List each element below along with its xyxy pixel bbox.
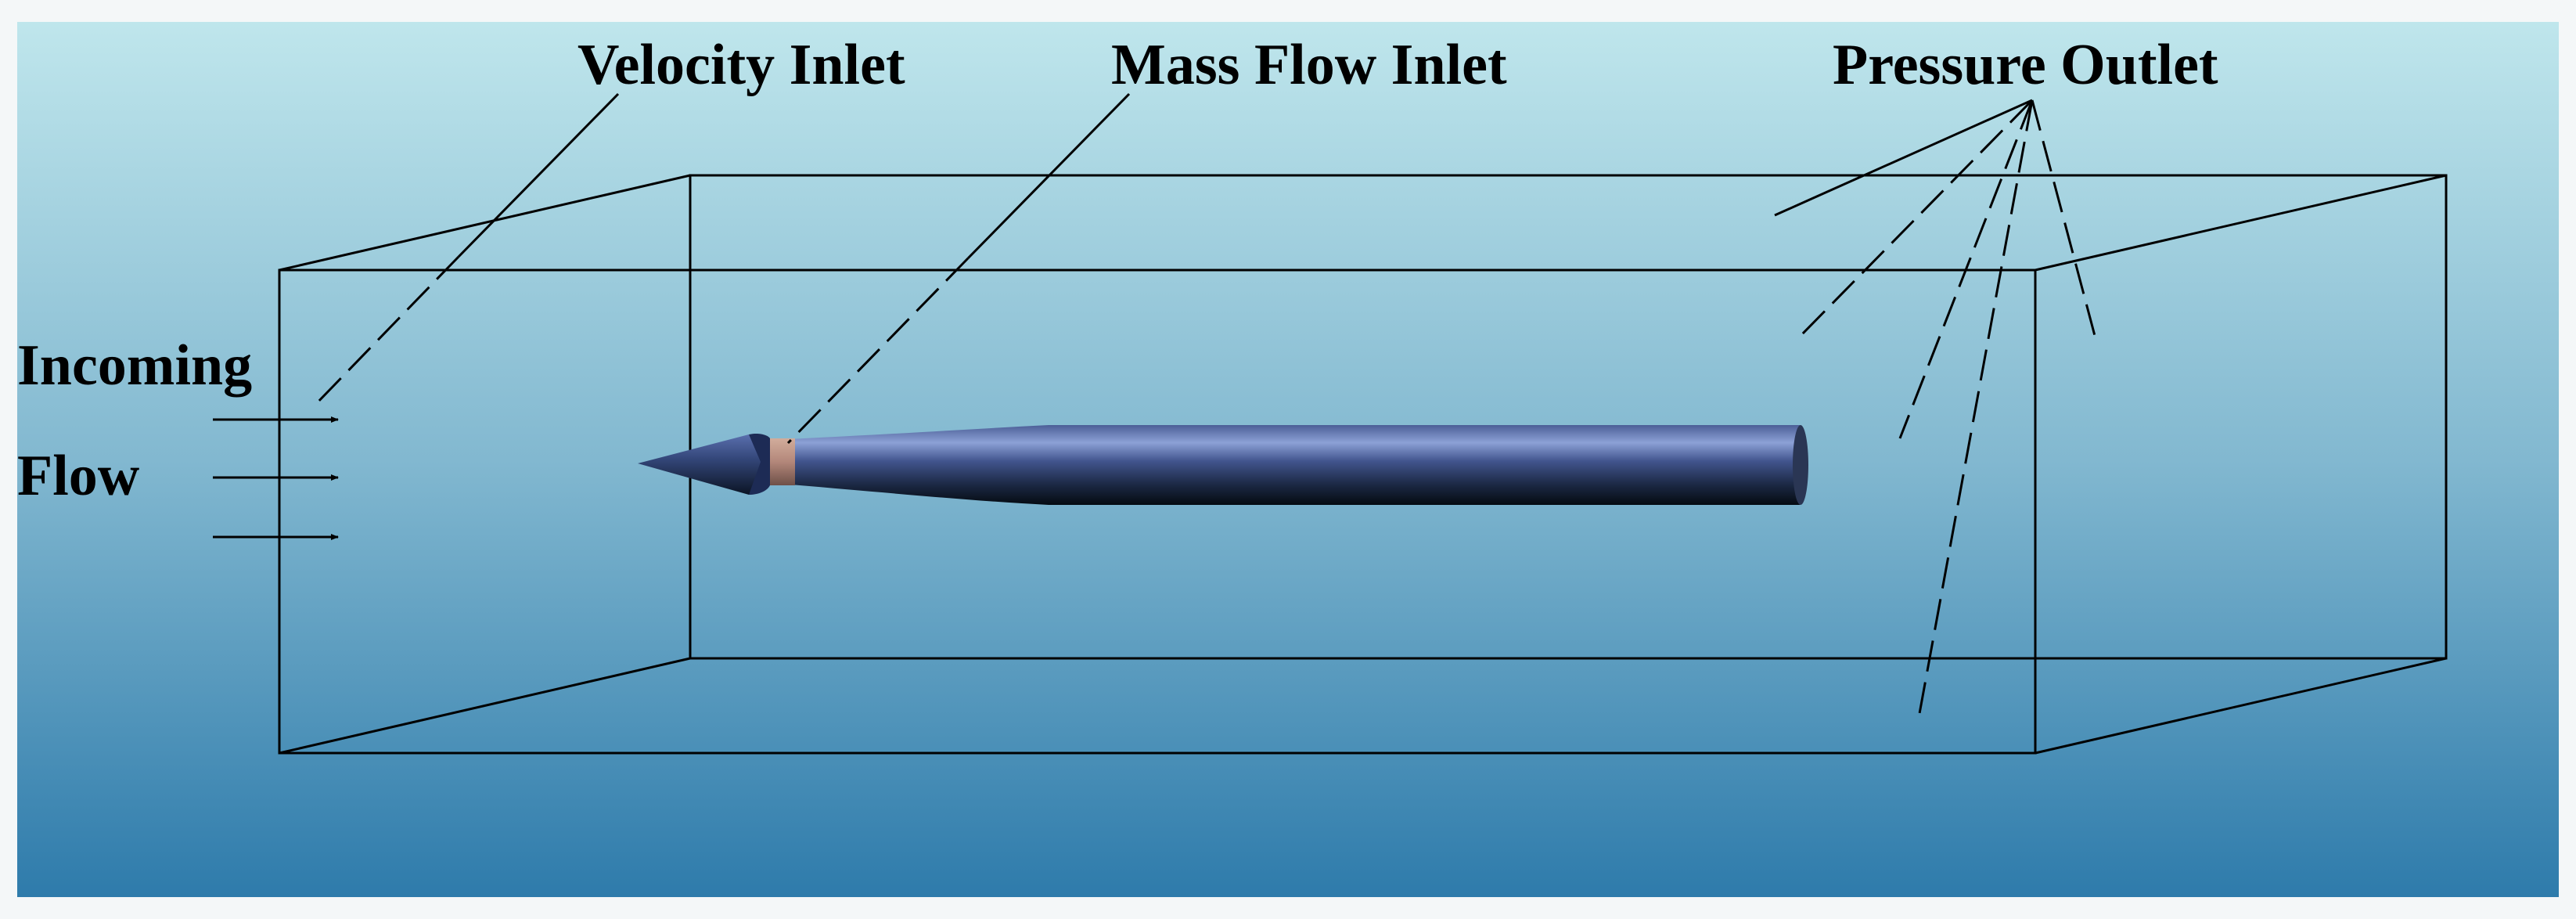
- projectile-nose-cone: [638, 434, 761, 495]
- domain-box: [278, 174, 2448, 755]
- projectile-tail-end: [1793, 425, 1808, 505]
- domain-back-face: [689, 174, 2448, 660]
- interface-band: [768, 438, 795, 485]
- velocity-inlet-label: Velocity Inlet: [577, 33, 905, 97]
- domain-edge-top-right: [2035, 174, 2447, 272]
- velocity-inlet-leader: [311, 92, 620, 409]
- mass-flow-inlet-label: Mass Flow Inlet: [1111, 33, 1507, 97]
- pressure-outlet-leaders: [1774, 99, 2099, 719]
- incoming-label: Incoming: [17, 333, 253, 398]
- flow-label: Flow: [17, 444, 140, 508]
- pressure-outlet-label: Pressure Outlet: [1833, 33, 2218, 97]
- domain-edge-bottom-right: [2035, 657, 2447, 755]
- mass-flow-inlet-leader: [786, 92, 1131, 445]
- projectile-body: [638, 425, 1808, 505]
- domain-front-face: [278, 268, 2037, 755]
- projectile-tail-cylinder: [771, 425, 1807, 505]
- domain-edge-bottom-left: [279, 657, 691, 755]
- domain-edge-top-left: [279, 174, 691, 272]
- incoming-flow-arrows: [213, 416, 339, 540]
